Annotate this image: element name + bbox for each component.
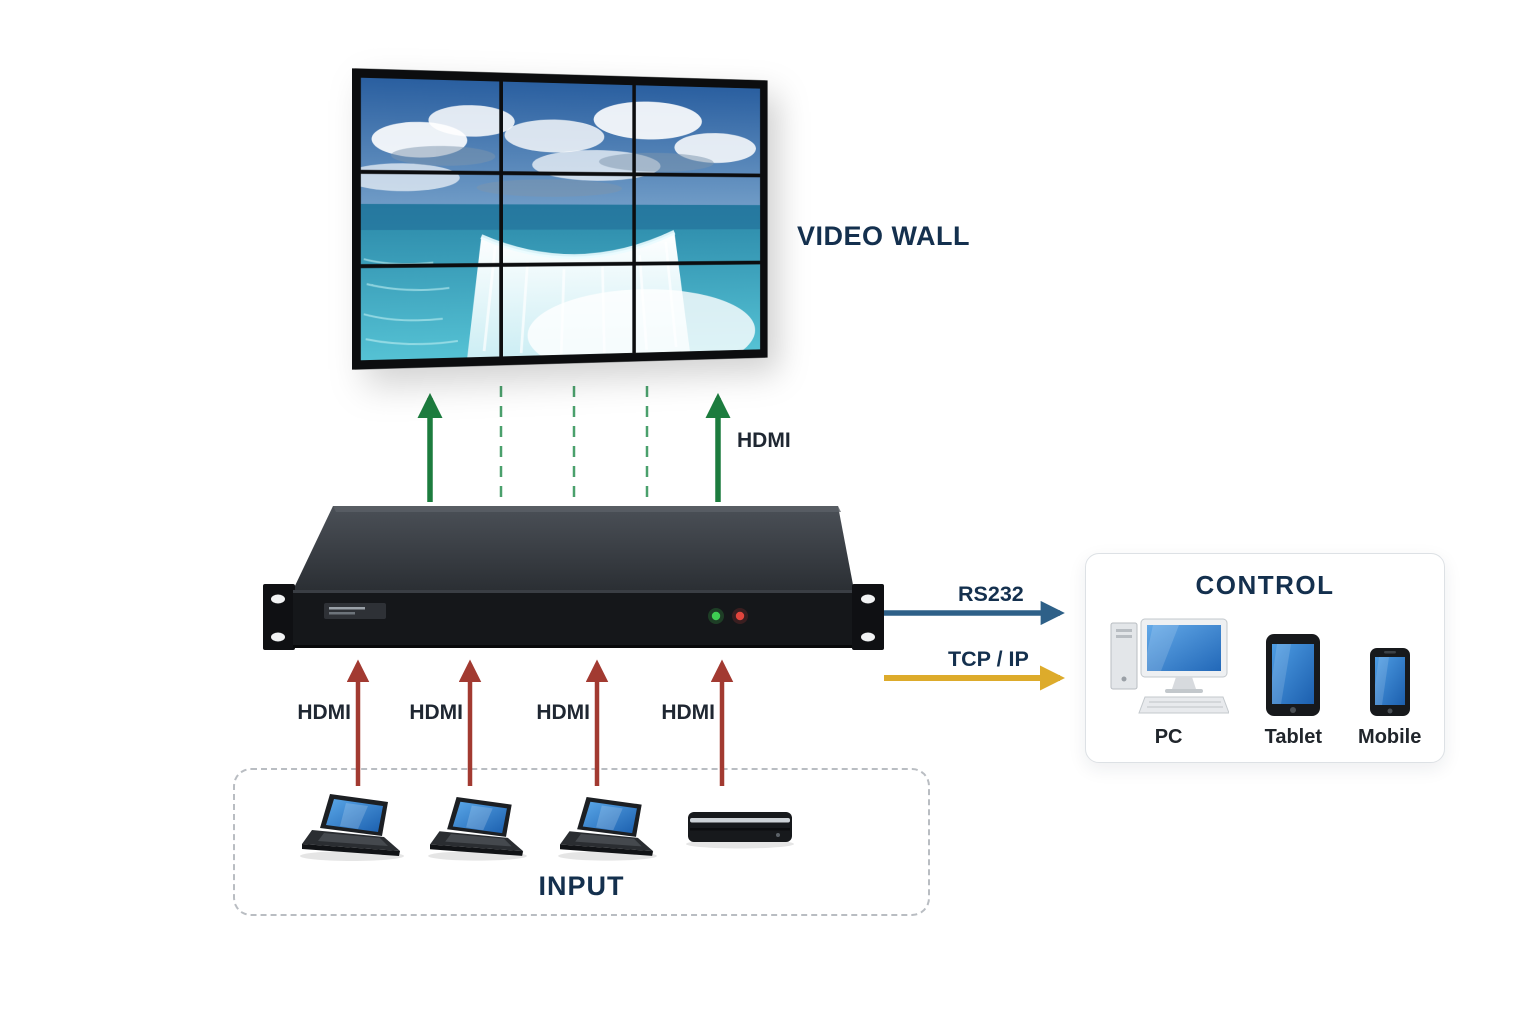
hdmi-input-arrows: [358, 664, 722, 786]
control-devices: PC Tablet: [1086, 617, 1444, 749]
hdmi-input-label-2: HDMI: [393, 701, 463, 725]
media-player-icon: [686, 812, 794, 849]
video-wall-screen: [352, 68, 768, 370]
video-wall: [352, 68, 768, 370]
tcpip-label: TCP / IP: [948, 647, 1029, 672]
control-title: CONTROL: [1086, 570, 1444, 601]
hdmi-input-label-1: HDMI: [281, 701, 351, 725]
rs232-label: RS232: [958, 582, 1024, 607]
red-led: [732, 608, 748, 624]
tablet-icon: [1265, 633, 1321, 717]
control-panel: CONTROL: [1085, 553, 1445, 763]
hdmi-input-label-3: HDMI: [520, 701, 590, 725]
pc-label: PC: [1155, 726, 1183, 749]
desktop-pc-icon: [1109, 617, 1229, 717]
tablet-label: Tablet: [1265, 726, 1322, 749]
control-device-tablet: Tablet: [1265, 633, 1322, 749]
control-device-pc: PC: [1109, 617, 1229, 749]
laptop-icon: [558, 797, 657, 861]
green-led: [708, 608, 724, 624]
mobile-label: Mobile: [1358, 726, 1421, 749]
hdmi-output-dashed-lines: [501, 386, 647, 500]
laptop-icon: [428, 797, 527, 861]
laptop-icon: [300, 794, 404, 861]
video-wall-label: VIDEO WALL: [797, 221, 970, 252]
videowall-processor: [263, 506, 884, 650]
control-device-mobile: Mobile: [1358, 647, 1421, 749]
hdmi-output-label: HDMI: [737, 429, 791, 453]
mobile-icon: [1369, 647, 1411, 717]
hdmi-input-label-4: HDMI: [645, 701, 715, 725]
device-model-plate: [324, 603, 386, 619]
